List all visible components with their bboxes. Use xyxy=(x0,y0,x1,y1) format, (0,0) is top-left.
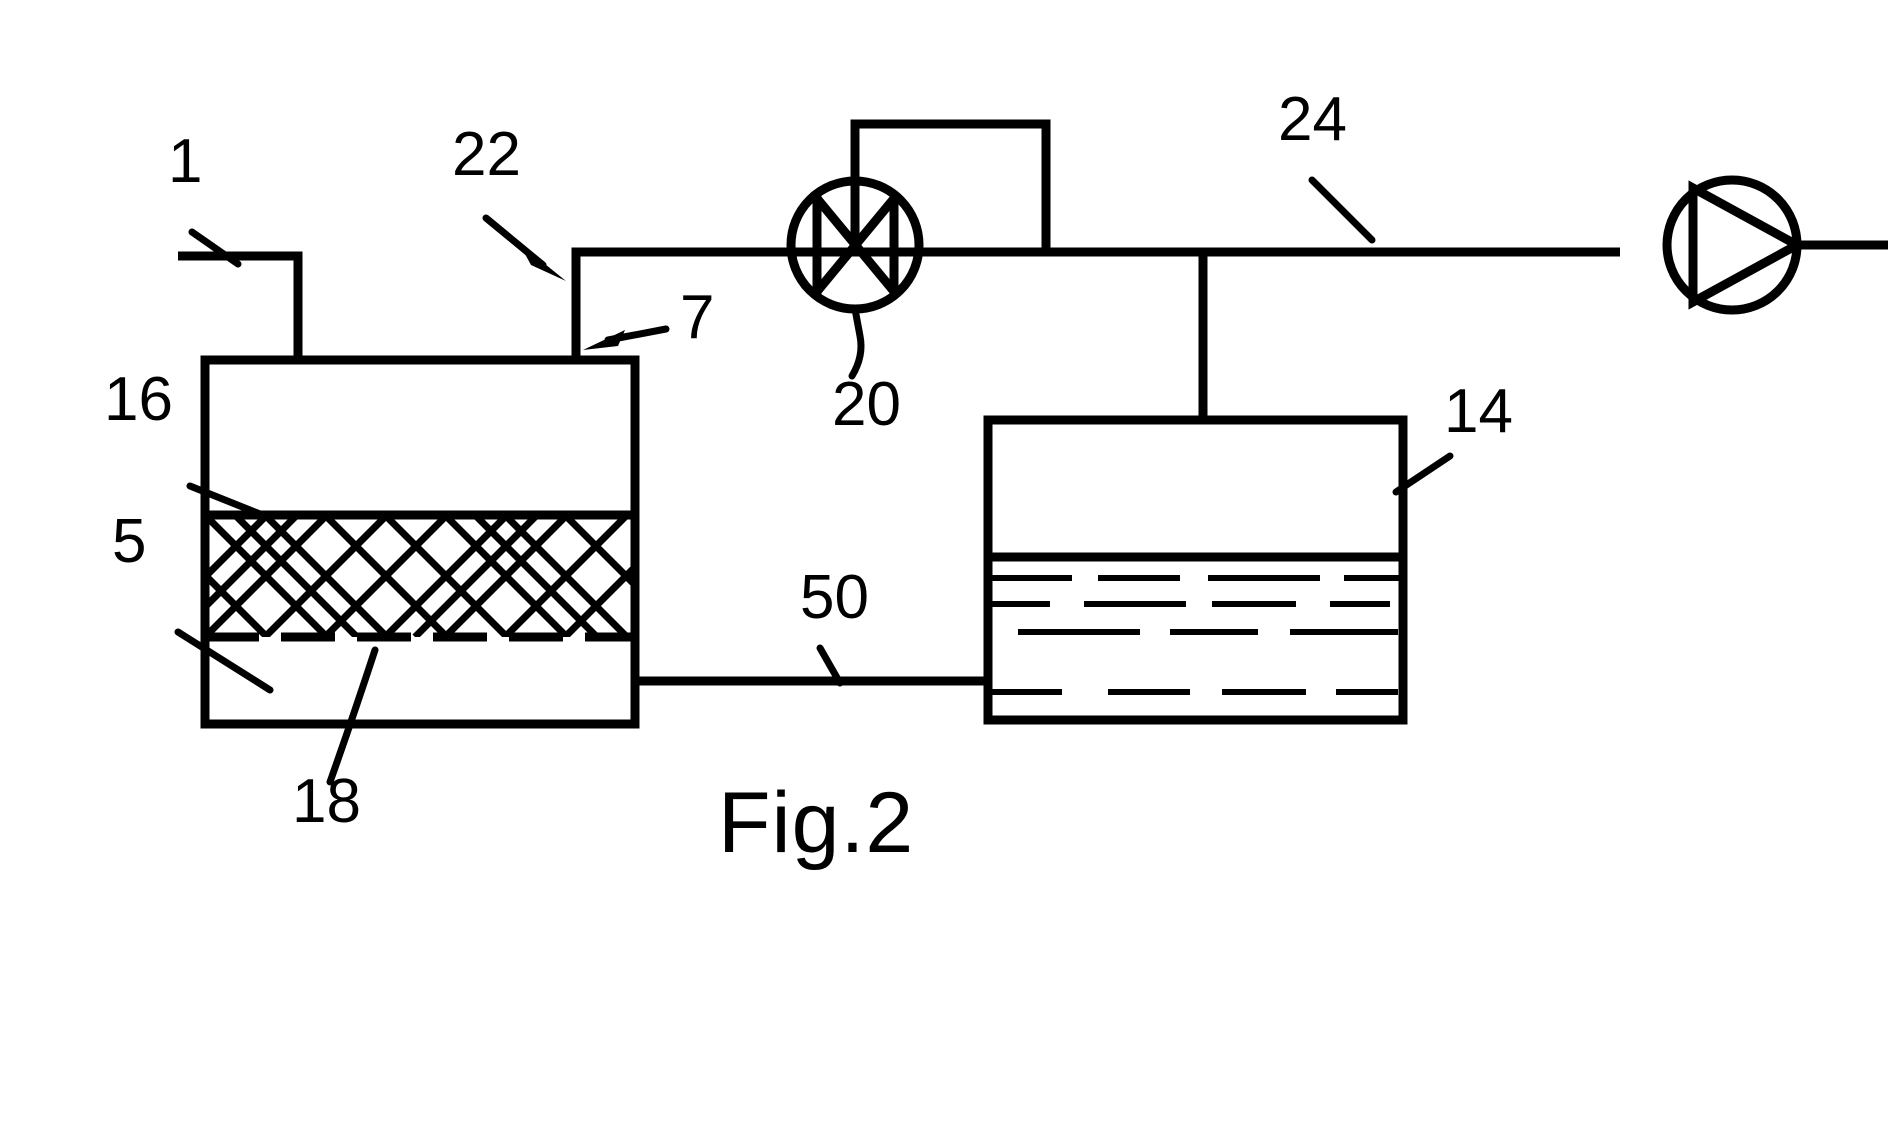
cross-hatched-packing-bed xyxy=(205,515,635,637)
ref-label-14: 14 xyxy=(1444,377,1513,446)
liquid-dashes xyxy=(992,575,1400,695)
leader-22 xyxy=(482,214,566,281)
left-tank xyxy=(200,355,640,729)
ref-label-7: 7 xyxy=(680,283,714,352)
heat-exchanger-symbol[interactable] xyxy=(786,176,924,380)
inlet-pipe xyxy=(178,251,303,360)
leader-5 xyxy=(174,628,274,694)
bypass-loop xyxy=(850,119,1051,252)
leader-50 xyxy=(816,644,844,687)
ref-label-22: 22 xyxy=(452,120,521,189)
leader-24 xyxy=(1308,176,1376,244)
ref-label-18: 18 xyxy=(292,767,361,836)
ref-label-5: 5 xyxy=(112,507,146,576)
ref-label-16: 16 xyxy=(104,365,173,434)
ref-label-50: 50 xyxy=(800,563,869,632)
leader-1 xyxy=(188,228,242,268)
leader-14 xyxy=(1392,452,1454,496)
leader-7 xyxy=(583,325,670,350)
leader-16 xyxy=(186,482,274,522)
figure-caption: Fig.2 xyxy=(718,775,914,871)
right-tank xyxy=(983,415,1408,725)
leader-18 xyxy=(326,646,379,786)
riser-pipe xyxy=(571,247,1620,360)
ref-label-1: 1 xyxy=(168,127,202,196)
ref-label-24: 24 xyxy=(1278,85,1347,154)
pump-symbol[interactable] xyxy=(1662,175,1888,315)
ref-label-20: 20 xyxy=(832,370,901,439)
